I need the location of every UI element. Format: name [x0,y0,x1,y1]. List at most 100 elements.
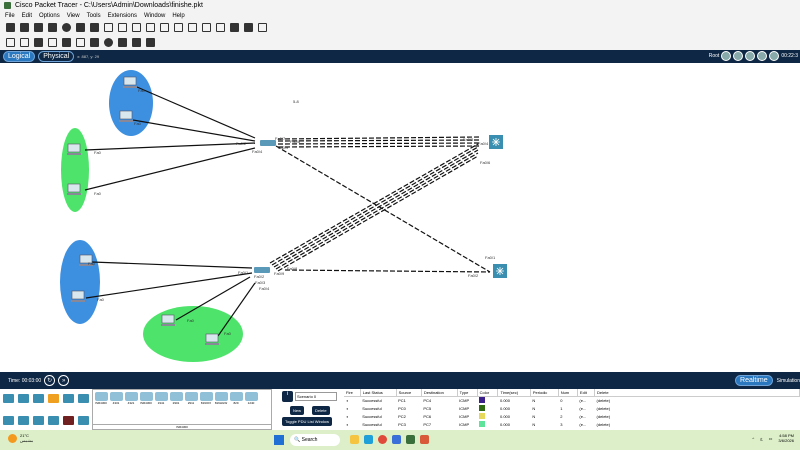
image-icon[interactable] [258,23,267,32]
set-tiled-background-icon[interactable] [757,51,768,61]
connections-icon[interactable] [48,393,59,403]
draw-rectangle-icon[interactable] [90,38,99,47]
misc-icon[interactable] [63,393,74,403]
pc-left-1[interactable] [66,143,82,156]
back-icon[interactable] [721,51,732,61]
delete-icon[interactable] [34,38,43,47]
resize-shape-icon[interactable] [48,38,57,47]
new-scenario-button[interactable]: New [290,406,305,415]
switch-top[interactable] [260,140,276,146]
device-model[interactable]: 819HGW [214,392,228,405]
copy-icon[interactable] [104,23,113,32]
zoom-reset-icon[interactable] [174,23,183,32]
fire-icon[interactable]: ◖ [346,406,349,411]
power-cycle-icon[interactable]: ↻ [44,375,56,386]
device-model[interactable]: 4331 [109,392,123,405]
save-icon[interactable] [34,23,43,32]
device-model[interactable]: 4321 [124,392,138,405]
logical-tab[interactable]: Logical [3,51,36,62]
add-complex-pdu-icon[interactable] [146,38,155,47]
logical-workspace[interactable]: 5-8 Fa0 Fa0 Fa0 Fa0 Fa0/2 Fa0/4 Fa0/7 Fa… [0,63,800,372]
switch-bottom[interactable] [254,267,270,273]
menu-window[interactable]: Window [143,12,166,19]
hubs-icon[interactable] [33,415,44,425]
delete-link[interactable]: (delete) [596,422,611,427]
menu-edit[interactable]: Edit [21,12,33,19]
fire-icon[interactable]: ◖ [346,398,349,404]
end-devices-icon[interactable] [18,393,29,403]
delete-link[interactable]: (delete) [596,398,611,404]
view-command-log-icon[interactable] [230,23,239,32]
place-note-icon[interactable] [62,38,71,47]
network-devices-icon[interactable] [3,393,14,403]
viewport-icon[interactable] [769,51,780,61]
routers-icon[interactable] [3,415,14,425]
device-model[interactable]: 2911 [184,392,198,405]
delete-link[interactable]: (delete) [596,406,611,411]
realtime-mode-button[interactable]: Realtime [735,375,773,386]
inspect-icon[interactable] [20,38,29,47]
pc-top-2[interactable] [118,110,134,123]
pc-top-1[interactable] [122,76,138,89]
device-model[interactable]: 819IOX [199,392,213,405]
draw-line-icon[interactable] [76,38,85,47]
paste-icon[interactable] [118,23,127,32]
device-model[interactable]: ISR4300 [94,392,108,405]
device-model[interactable]: 1240 [244,392,258,405]
custom-device-icon[interactable] [90,23,99,32]
pc-bottom-1[interactable] [160,314,176,327]
pc-left-2[interactable] [66,183,82,196]
file-explorer-icon[interactable] [350,435,359,444]
app-icon[interactable] [420,435,429,444]
menu-extensions[interactable]: Extensions [107,12,137,19]
edit-link[interactable]: (e... [579,406,587,411]
open-icon[interactable] [20,23,29,32]
print-icon[interactable] [48,23,57,32]
multiuser-icon[interactable] [78,393,89,403]
network-icon[interactable]: ▭ [768,435,773,441]
device-model[interactable]: 829 [229,392,243,405]
scenario-select[interactable]: Scenario 0 [295,392,337,401]
taskbar-search[interactable]: 🔍 Search [290,434,340,446]
delete-link[interactable]: (delete) [596,414,611,419]
pc-bottomleft-2[interactable] [70,290,86,303]
device-model[interactable]: 1941 [154,392,168,405]
move-object-icon[interactable] [745,51,756,61]
select-icon[interactable] [6,38,15,47]
draw-ellipse-icon[interactable] [104,38,113,47]
fire-icon[interactable]: ◖ [346,414,349,419]
undo-icon[interactable] [132,23,141,32]
clock-time[interactable]: 4:58 PM [779,433,794,438]
components-icon[interactable] [33,393,44,403]
edge-icon[interactable] [364,435,373,444]
physical-tab[interactable]: Physical [38,51,75,62]
info-icon[interactable] [62,23,71,32]
security-icon[interactable] [63,415,74,425]
wan-emulation-icon[interactable] [78,415,89,425]
new-icon[interactable] [6,23,15,32]
edit-link[interactable]: (e... [579,398,587,404]
toggle-pdu-list-button[interactable]: Toggle PDU List Window [282,417,333,426]
add-simple-pdu-icon[interactable] [132,38,141,47]
new-cluster-icon[interactable] [733,51,744,61]
language-indicator[interactable]: ع [760,435,763,441]
store-icon[interactable] [392,435,401,444]
device-model[interactable]: 2901 [169,392,183,405]
physical-view-icon[interactable] [244,23,253,32]
device-model[interactable]: ISR4300 [139,392,153,405]
scenario-info-icon[interactable]: i [282,391,293,402]
menu-options[interactable]: Options [39,12,60,19]
tray-overflow-icon[interactable]: ^ [752,435,755,441]
menu-help[interactable]: Help [172,12,185,19]
edit-link[interactable]: (e... [579,414,587,419]
zoom-out-icon[interactable] [188,23,197,32]
drawing-palette-icon[interactable] [202,23,211,32]
freeform-icon[interactable] [118,38,127,47]
menu-tools[interactable]: Tools [86,12,101,19]
zoom-in-icon[interactable] [160,23,169,32]
multilayer-switch-top[interactable] [488,134,504,150]
windows-start-icon[interactable] [274,435,284,445]
